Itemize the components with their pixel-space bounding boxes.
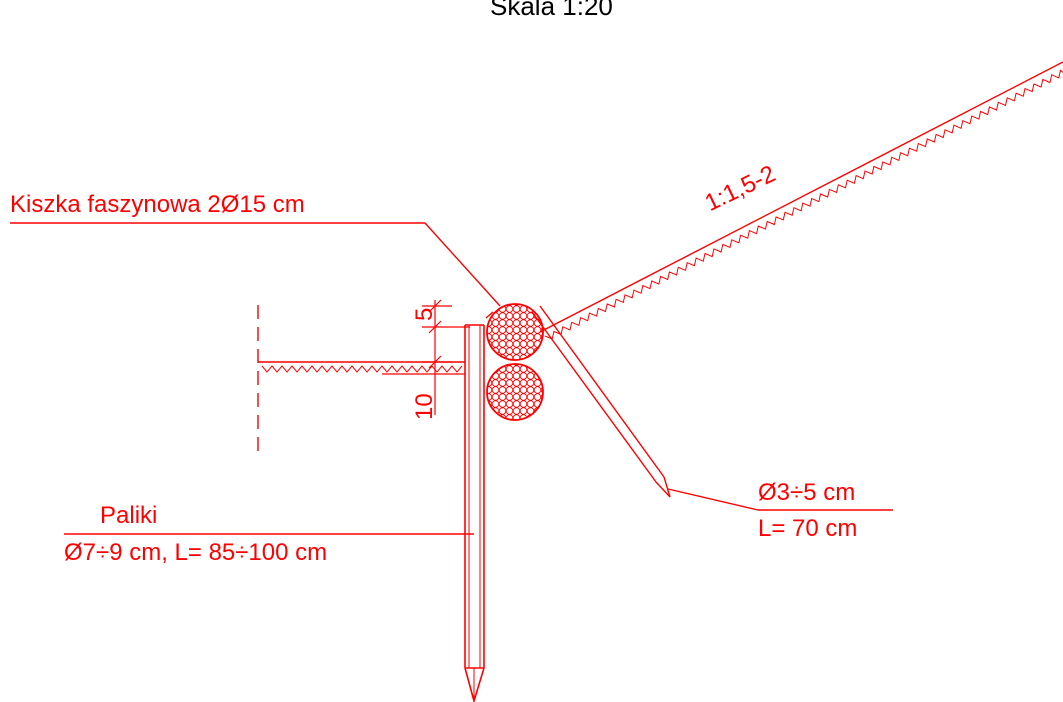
pin-length-label: L= 70 cm (758, 515, 858, 542)
dimension-5-label: 5 (411, 307, 438, 321)
stakes-title-label: Paliki (100, 502, 158, 529)
slope-line (539, 61, 1063, 333)
leader-pin-diag (667, 488, 759, 511)
dimension-10-label: 10 (411, 393, 438, 420)
fascine-lower (486, 363, 544, 421)
stakes-spec-label: Ø7÷9 cm, L= 85÷100 cm (64, 539, 328, 566)
fascine-upper (486, 303, 544, 361)
leader-fascine-diag (424, 222, 501, 307)
slope-hatch (544, 69, 1063, 340)
stake (464, 324, 485, 702)
fascine-label: Kiszka faszynowa 2Ø15 cm (10, 191, 305, 218)
dimension-lines (382, 299, 470, 415)
ground-left-hatch (261, 365, 463, 373)
drawing-scale-title: Skala 1:20 (490, 0, 613, 21)
inclined-pin (485, 305, 671, 498)
pin-diameter-label: Ø3÷5 cm (758, 479, 856, 506)
